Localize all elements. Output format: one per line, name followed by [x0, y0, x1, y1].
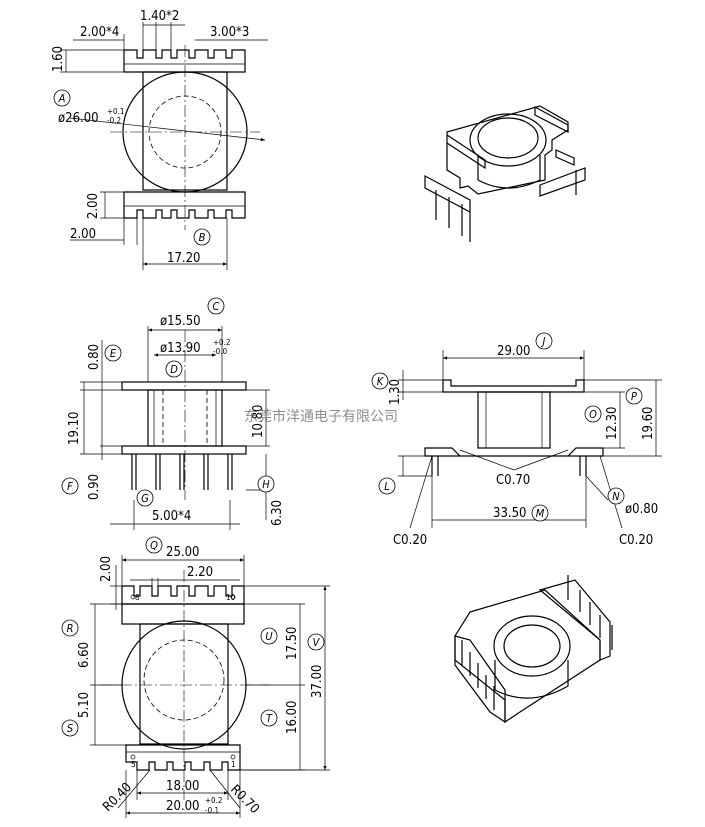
dim-r2: R0.70: [227, 782, 262, 817]
dim-pitch-a: 2.00*4: [80, 25, 119, 40]
label-l: L: [384, 480, 390, 493]
label-n: N: [612, 490, 620, 503]
dim-pitch-c: 3.00*3: [210, 25, 249, 40]
label-h: H: [262, 478, 270, 491]
dim-outer-tol-up: +0.2: [205, 796, 222, 805]
dim-bobbin: 10.80: [251, 405, 266, 438]
label-t: T: [266, 712, 273, 725]
label-a: A: [58, 92, 66, 105]
label-s: S: [67, 722, 73, 735]
dim-h3: 19.60: [641, 407, 656, 440]
dim-pitch-b: 1.40*2: [140, 9, 179, 24]
dim-pin-dia: ø0.80: [625, 502, 658, 517]
pin-8: 8: [135, 593, 140, 602]
dim-base: 0.90: [87, 474, 102, 500]
label-u: U: [265, 630, 273, 643]
side-view: 29.00 1.30 12.30 19.60 C0.70 33.50 ø0.80…: [371, 332, 662, 548]
dim-width: 17.20: [167, 251, 200, 266]
pin-10: 10: [226, 593, 236, 602]
dim-outer-tol-dn: -0.1: [205, 806, 219, 815]
dim-diameter: ø26.00: [58, 111, 99, 126]
label-g: G: [141, 492, 149, 505]
pin-5: 5: [131, 760, 136, 769]
dim-chamfer-l: C0.20: [393, 533, 427, 548]
dim-h2: 12.30: [605, 407, 620, 440]
label-j: J: [541, 335, 546, 348]
top-view: 2.00*4 1.40*2 3.00*3 1.60 ø26.00 +0.1 -0…: [51, 9, 268, 270]
dim-inner-dia: ø13.90: [160, 341, 201, 356]
front-view: ø15.50 ø13.90 +0.2 -0.0 0.80 19.10 10.80…: [61, 297, 285, 530]
dim-s-h: 5.10: [77, 692, 92, 718]
dim-width: 29.00: [497, 344, 530, 359]
dim-top-w: 25.00: [166, 545, 199, 560]
label-o: O: [589, 408, 597, 421]
dim-diameter-tol-dn: -0.2: [107, 116, 121, 125]
dim-pin-len: 6.30: [270, 500, 285, 526]
dim-step: 2.00: [86, 193, 101, 219]
label-m: M: [536, 507, 545, 520]
label-q: Q: [150, 539, 158, 552]
pin-1: 1: [231, 760, 236, 769]
label-b: B: [199, 231, 206, 244]
bottom-view: 25.00 2.20 2.00 6.60 5.10 17.50 16.00 37…: [61, 536, 330, 818]
dim-r1: R0.40: [100, 780, 135, 815]
dim-inner-tol-dn: -0.0: [213, 347, 227, 356]
dim-v-h: 37.00: [310, 665, 325, 698]
dim-inner-tol-up: +0.2: [213, 338, 230, 347]
watermark: 东莞市洋通电子有限公司: [244, 408, 398, 425]
label-r: R: [67, 622, 74, 635]
label-e: E: [110, 347, 117, 360]
label-v: V: [313, 636, 321, 649]
label-f: F: [67, 480, 73, 493]
dim-top-h: 2.00: [99, 556, 114, 582]
isometric-bobbin-bottom: [454, 575, 613, 724]
dim-side: 2.00: [70, 227, 96, 242]
dim-r-h: 6.60: [77, 642, 92, 668]
dim-height: 19.10: [67, 412, 82, 445]
dim-t-h: 16.00: [285, 701, 300, 734]
dim-slot: 2.20: [187, 565, 213, 580]
dim-outer-w: 20.00: [166, 799, 199, 814]
dim-u-h: 17.50: [285, 627, 300, 660]
dim-flange: 0.80: [87, 344, 102, 370]
label-p: P: [631, 390, 637, 403]
isometric-bobbin-top: [424, 105, 586, 242]
label-c: C: [213, 300, 220, 313]
dim-outer-dia: ø15.50: [160, 314, 201, 329]
dim-diameter-tol-up: +0.1: [107, 107, 124, 116]
dim-span: 33.50: [493, 506, 526, 521]
dim-height: 1.60: [51, 46, 66, 72]
dim-chamfer-r: C0.20: [619, 533, 653, 548]
label-k: K: [377, 375, 385, 388]
dim-chamfer-mid: C0.70: [496, 473, 530, 488]
dim-pitch: 5.00*4: [152, 509, 191, 524]
label-d: D: [170, 363, 178, 376]
dim-h1: 1.30: [388, 379, 403, 405]
dim-inner-w: 18.00: [166, 779, 199, 794]
